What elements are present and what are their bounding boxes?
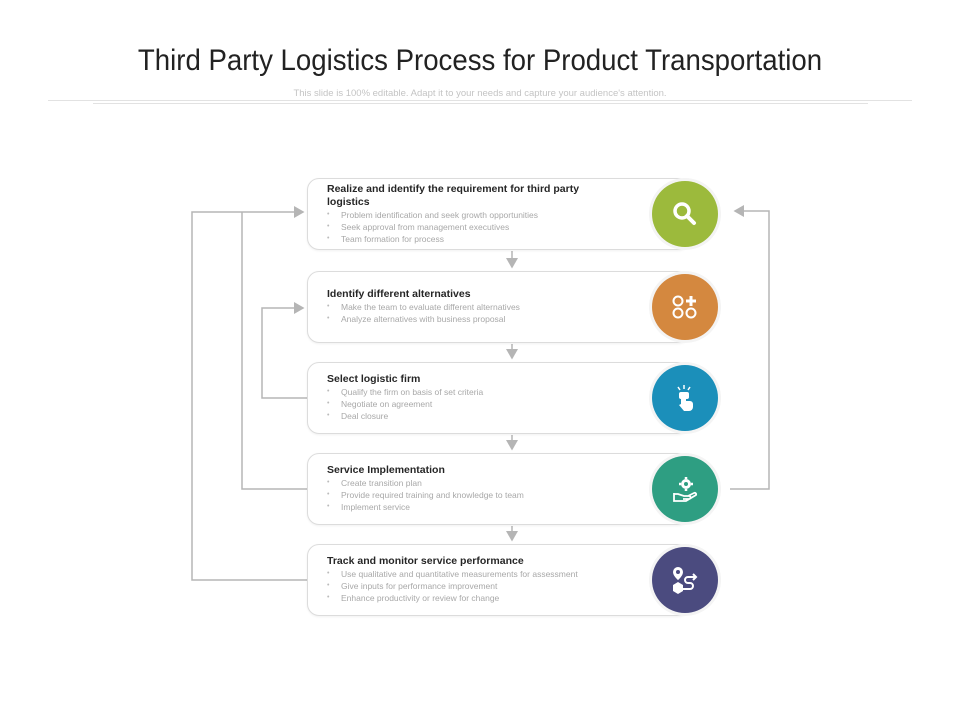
search-icon [670,199,700,229]
divider [48,100,912,101]
step-bullet: Enhance productivity or review for chang… [327,592,619,604]
step-bullets: Create transition planProvide required t… [327,477,619,513]
step-bullet: Provide required training and knowledge … [327,489,619,501]
step-heading: Track and monitor service performance [327,554,524,567]
page-title: Third Party Logistics Process for Produc… [137,44,823,77]
step-heading: Service Implementation [327,463,445,476]
step-bullet: Problem identification and seek growth o… [327,209,619,221]
step-heading: Realize and identify the requirement for… [327,183,580,208]
route-delivery-icon [670,565,700,595]
step-card: Select logistic firmQualify the firm on … [307,362,690,434]
step-bullet: Use qualitative and quantitative measure… [327,568,619,580]
step-icon-circle [652,456,718,522]
step-bullets: Use qualitative and quantitative measure… [327,568,619,604]
options-add-icon [670,292,700,322]
step-bullet: Implement service [327,501,619,513]
step-bullet: Deal closure [327,410,619,422]
step-bullet: Analyze alternatives with business propo… [327,313,619,325]
step-card: Realize and identify the requirement for… [307,178,690,250]
step-bullet: Make the team to evaluate different alte… [327,301,619,313]
step-bullet: Create transition plan [327,477,619,489]
feedback-loop-right [730,205,770,490]
tap-hand-icon [670,383,700,413]
step-icon-circle [652,365,718,431]
feedback-loop-middle [241,212,307,490]
feedback-loop-outer [191,206,307,581]
step-bullet: Negotiate on agreement [327,398,619,410]
step-heading: Identify different alternatives [327,287,471,300]
step-icon-circle [652,547,718,613]
feedback-loop-inner [261,302,307,399]
step-card: Identify different alternativesMake the … [307,271,690,343]
step-heading: Select logistic firm [327,372,421,385]
divider [93,103,868,104]
step-bullet: Team formation for process [327,233,619,245]
step-bullet: Qualify the firm on basis of set criteri… [327,386,619,398]
step-card: Track and monitor service performanceUse… [307,544,690,616]
subtitle: This slide is 100% editable. Adapt it to… [293,88,667,99]
step-bullets: Problem identification and seek growth o… [327,209,619,245]
step-bullet: Seek approval from management executives [327,221,619,233]
step-icon-circle [652,274,718,340]
step-bullets: Make the team to evaluate different alte… [327,301,619,325]
step-bullet: Give inputs for performance improvement [327,580,619,592]
gear-hand-icon [670,474,700,504]
step-card: Service ImplementationCreate transition … [307,453,690,525]
step-bullets: Qualify the firm on basis of set criteri… [327,386,619,422]
step-icon-circle [652,181,718,247]
